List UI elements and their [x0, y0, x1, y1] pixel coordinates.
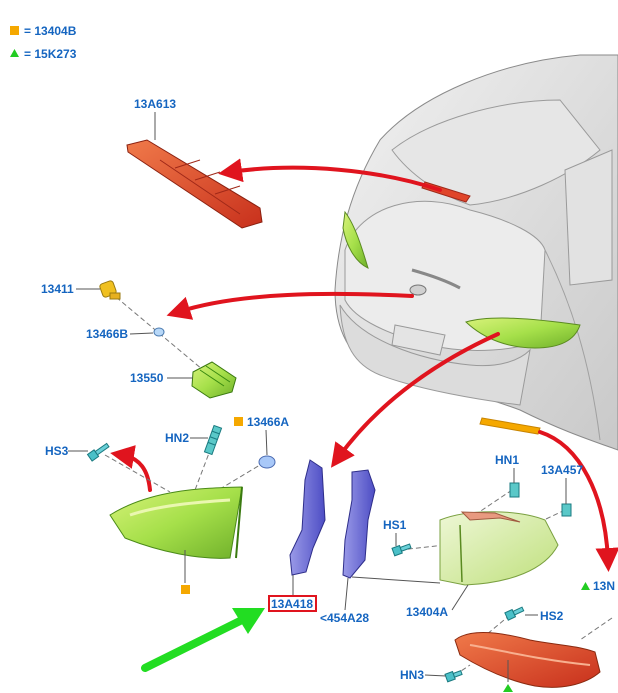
label-13411: 13411	[41, 282, 74, 296]
rear-bumper	[339, 304, 531, 406]
left-tail-lamp	[109, 486, 243, 559]
side-window	[564, 149, 613, 286]
nut-13A457	[561, 503, 572, 517]
arrow-hs3-rotate	[110, 445, 152, 492]
left-lamp-on-vehicle	[342, 210, 369, 269]
right-lamp-group: HN1 13A457 HS1 13404A 13N	[351, 453, 615, 619]
label-13N: 13N	[593, 579, 615, 593]
left-tail-lamp-edge	[235, 486, 243, 559]
legend-triangle-marker-reflector	[503, 684, 513, 692]
reflector-lamp-face	[469, 644, 591, 666]
highlight-box-13A418	[268, 595, 317, 612]
reflector-group: HS2 HN3	[400, 606, 613, 692]
legend-triangle-marker-13N	[581, 582, 590, 590]
side-panel-line	[544, 249, 601, 441]
assembly-axis-licence	[109, 291, 216, 381]
nut-HN2	[203, 424, 223, 456]
label-HS1: HS1	[383, 518, 407, 532]
bulb-socket-stem	[109, 292, 121, 300]
assembly-axis-left-1	[104, 454, 171, 493]
right-lamp-on-vehicle	[465, 317, 581, 349]
screw-HS3	[86, 442, 110, 462]
arrow-to-left-lamp	[330, 332, 500, 468]
legend-square-marker-left-lamp	[181, 585, 190, 594]
assembly-axis-left-3	[214, 461, 266, 493]
label-HS2: HS2	[540, 609, 564, 623]
label-HN3: HN3	[400, 668, 424, 682]
right-tail-lamp-edge	[459, 524, 463, 583]
leader-13466B	[129, 332, 154, 335]
screw-HS2	[504, 606, 525, 621]
vehicle-rear-illustration	[334, 54, 618, 451]
callout-arrow	[141, 608, 265, 672]
high-stop-lamp	[126, 139, 263, 229]
licence-lamp-group: 13411 13466B 13550	[41, 280, 237, 399]
arrow-to-high-stop-lamp	[218, 158, 442, 192]
legend-triangle-label: = 15K273	[24, 47, 77, 61]
label-13550: 13550	[130, 371, 164, 385]
right-tail-lamp-inner	[460, 511, 521, 523]
bracket-13A418	[289, 459, 326, 576]
legend-square-icon	[10, 26, 19, 35]
reflector-on-vehicle	[479, 417, 541, 435]
label-13404A: 13404A	[406, 605, 448, 619]
legend-triangle-icon	[10, 49, 19, 57]
badge-logo	[409, 284, 427, 296]
tailgate-handle	[411, 268, 461, 290]
callout-arrow-head	[232, 608, 265, 634]
pointer-arrows	[110, 158, 618, 572]
licence-lamp-13550	[191, 361, 237, 399]
left-tail-lamp-highlight	[129, 498, 231, 517]
part-13A613: 13A613	[126, 97, 263, 229]
leader-HN3	[424, 674, 447, 677]
label-13466A: 13466A	[247, 415, 289, 429]
screw-HN3	[444, 670, 463, 683]
label-HN2: HN2	[165, 431, 189, 445]
arrow-to-reflector	[538, 430, 618, 572]
tailgate	[344, 200, 546, 351]
screw-HS1	[391, 543, 412, 557]
legend-square-label: = 13404B	[24, 24, 77, 38]
label-13466B: 13466B	[86, 327, 128, 341]
licence-lamp-ribs	[199, 365, 231, 387]
left-lamp-group: HS3 HN2 13466A	[45, 415, 289, 594]
high-stop-lamp-ribs	[159, 159, 241, 215]
label-HS3: HS3	[45, 444, 69, 458]
bulb-13466B	[153, 327, 165, 337]
label-HN1: HN1	[495, 453, 519, 467]
label-454A28: <454A28	[320, 611, 369, 625]
label-13A613: 13A613	[134, 97, 176, 111]
right-tail-lamp	[439, 511, 559, 586]
leader-13404A	[451, 584, 469, 611]
arrow-to-licence-lamp	[166, 291, 414, 320]
label-13A418: 13A418	[271, 597, 313, 611]
legend: = 13404B = 15K273	[10, 24, 77, 61]
bracket-454A28	[342, 469, 376, 579]
nut-HN1	[509, 482, 520, 498]
brackets: 13A418 <454A28	[268, 459, 376, 625]
label-13A457: 13A457	[541, 463, 583, 477]
assembly-axis-reflector-3	[579, 617, 613, 641]
legend-square-marker-13466A	[234, 417, 243, 426]
leader-454A28	[344, 577, 349, 611]
leader-13466A	[265, 429, 268, 456]
bulb-13466A	[258, 455, 276, 469]
licence-plate-recess	[391, 324, 446, 356]
callout-arrow-shaft	[141, 616, 246, 672]
reflector-lamp	[454, 631, 601, 688]
leader-bracket-to-lamp	[351, 576, 441, 584]
